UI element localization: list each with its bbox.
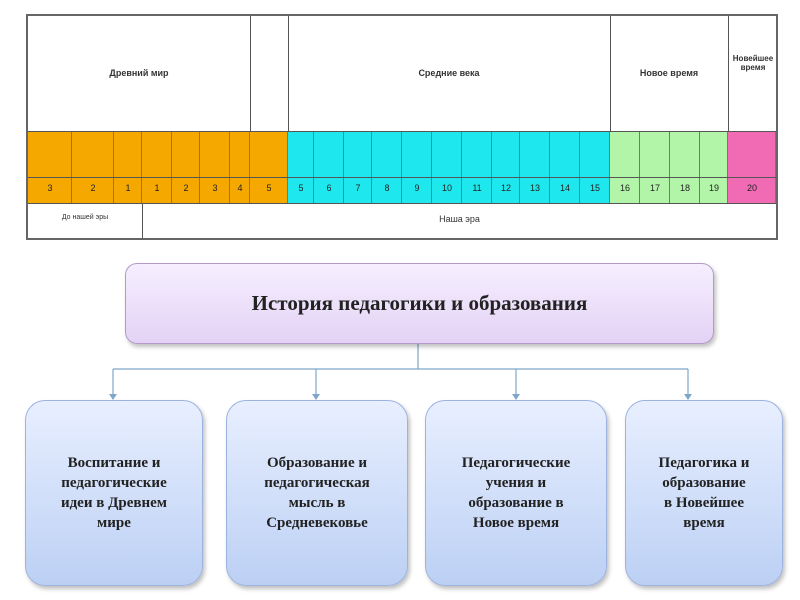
era-divider [250, 16, 251, 132]
century-number: 3 [212, 183, 218, 193]
topic-modern-box: Педагогические учения и образование в Но… [425, 400, 607, 586]
bc-label: До нашей эры [61, 214, 109, 221]
century-cell [700, 132, 728, 203]
century-cell [142, 132, 172, 203]
century-number: 5 [266, 183, 272, 193]
century-number: 8 [384, 183, 390, 193]
main-topic-title: История педагогики и образования [251, 291, 588, 315]
century-cell [640, 132, 670, 203]
topic-modern-text: Педагогические учения и образование в Но… [461, 455, 571, 531]
century-cell [314, 132, 344, 203]
century-number: 5 [298, 183, 304, 193]
century-cell [230, 132, 250, 203]
era-label-medieval: Средние века [418, 68, 480, 78]
century-number: 17 [649, 183, 660, 193]
main-topic-box: История педагогики и образования [125, 263, 714, 344]
century-cell [114, 132, 142, 203]
era-divider [610, 16, 611, 132]
ad-label: Наша эра [439, 214, 480, 224]
century-cell [610, 132, 640, 203]
topic-medieval-box: Образование и педагогическая мысль в Сре… [226, 400, 408, 586]
row-divider [28, 131, 776, 132]
era-label-modern: Новое время [639, 68, 699, 78]
century-cell [728, 132, 776, 203]
century-cell [520, 132, 550, 203]
era-label-ancient: Древний мир [109, 68, 169, 78]
arrow-head [512, 394, 520, 400]
arrow-head [684, 394, 692, 400]
century-cell [28, 132, 72, 203]
era-divider [288, 16, 289, 132]
arrow-head [109, 394, 117, 400]
century-cell [492, 132, 520, 203]
row-divider [28, 203, 776, 204]
century-cell [72, 132, 114, 203]
century-number: 10 [441, 183, 452, 193]
century-number: 3 [47, 183, 53, 193]
topic-ancient-box: Воспитание и педагогические идеи в Древн… [25, 400, 203, 586]
century-cell [200, 132, 230, 203]
century-number: 2 [183, 183, 189, 193]
century-cell [344, 132, 372, 203]
century-number: 7 [355, 183, 361, 193]
era-split-line [142, 203, 143, 238]
topic-newest-box: Педагогика и образование в Новейшее врем… [625, 400, 783, 586]
century-number: 12 [500, 183, 511, 193]
topic-ancient-text: Воспитание и педагогические идеи в Древн… [60, 455, 168, 531]
century-cell [432, 132, 462, 203]
era-label-newest: Новейшее время [732, 54, 774, 72]
century-cell [462, 132, 492, 203]
century-cell [250, 132, 288, 203]
century-cell [372, 132, 402, 203]
century-cell [172, 132, 200, 203]
century-number: 1 [154, 183, 160, 193]
timeline-frame [26, 14, 778, 240]
century-cell [580, 132, 610, 203]
century-number: 1 [125, 183, 131, 193]
century-cell [670, 132, 700, 203]
century-number: 2 [90, 183, 96, 193]
century-number: 13 [529, 183, 540, 193]
century-number: 9 [414, 183, 420, 193]
century-number: 20 [746, 183, 757, 193]
history-timeline: Древний мир Средние века Новое время Нов… [26, 14, 778, 240]
century-number: 18 [679, 183, 690, 193]
century-cell [550, 132, 580, 203]
topic-newest-text: Педагогика и образование в Новейшее врем… [658, 455, 750, 531]
row-divider [28, 177, 776, 178]
century-number: 14 [559, 183, 570, 193]
century-cell [402, 132, 432, 203]
century-number: 15 [589, 183, 600, 193]
arrow-head [312, 394, 320, 400]
century-number: 19 [708, 183, 719, 193]
century-number: 16 [619, 183, 630, 193]
century-cell [288, 132, 314, 203]
century-number: 11 [472, 183, 482, 193]
era-divider [728, 16, 729, 132]
century-number: 6 [326, 183, 332, 193]
century-number: 4 [237, 183, 243, 193]
topic-medieval-text: Образование и педагогическая мысль в Сре… [264, 455, 370, 531]
